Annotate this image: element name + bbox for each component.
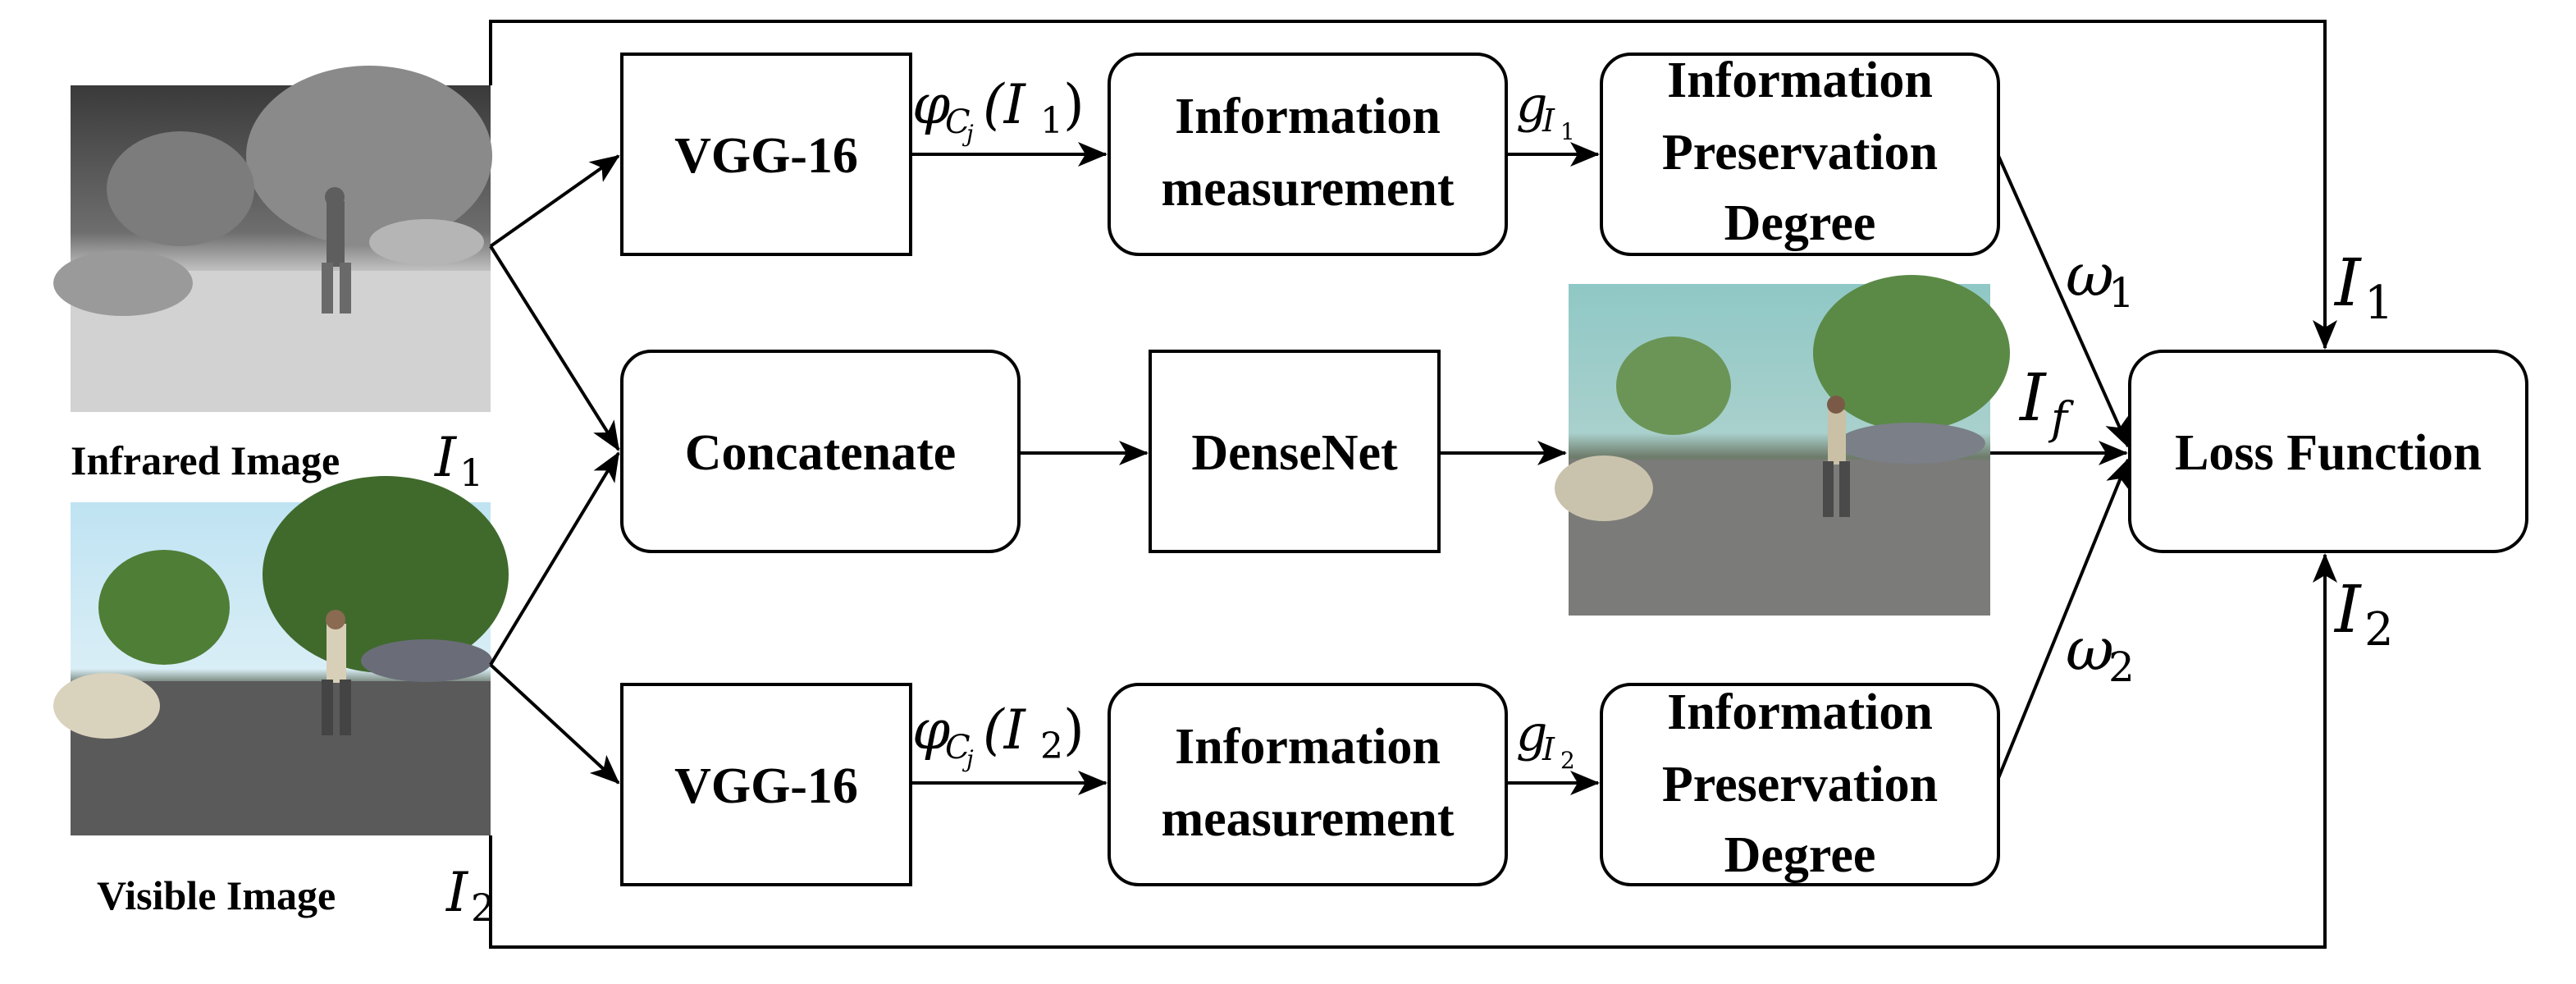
label-phi-I1: φ C j (I 1 ): [912, 73, 1085, 147]
g-sub-num-top: 1: [1560, 118, 1575, 145]
g-symbol-top: g: [1516, 76, 1547, 134]
information-preservation-degree-bottom-line3: Degree: [1724, 827, 1876, 883]
densenet-label: DenseNet: [1191, 425, 1398, 481]
label-omega-1: ω 1: [2066, 240, 2135, 317]
information-preservation-degree-bottom-box: [1600, 683, 2000, 886]
information-preservation-degree-top-box: [1600, 53, 2000, 256]
arrow-infrared-to-concatenate: [489, 245, 620, 451]
loss-function-box: [2128, 350, 2528, 553]
information-measurement-bottom-line1: Information: [1175, 719, 1441, 775]
g-sub-num-bottom: 2: [1560, 747, 1575, 774]
visible-symbol: I 2: [445, 861, 495, 930]
visible-I-symbol: I: [445, 861, 469, 924]
g-sub-i-bottom: I: [1541, 731, 1555, 767]
label-I2-loss: I 2: [2333, 571, 2394, 657]
label-g-I2: g I 2: [1516, 705, 1575, 774]
infrared-image: [53, 66, 492, 412]
arrow-omega2-to-loss: [1997, 458, 2130, 779]
information-measurement-top-box: [1108, 53, 1508, 256]
arrow-infrared-to-loss: [489, 20, 2337, 350]
If-symbol: I: [2018, 359, 2047, 436]
loss-function-label: Loss Function: [2175, 425, 2482, 481]
infrared-caption: Infrared Image: [71, 437, 340, 483]
g-sub-i-top: I: [1541, 103, 1555, 139]
visible-caption: Visible Image: [97, 872, 336, 918]
omega-symbol-top: ω: [2066, 240, 2114, 309]
arrow-visible-to-loss: [489, 553, 2337, 949]
phi-symbol-bottom: φ: [912, 698, 950, 762]
arrow-visible-to-concatenate: [489, 451, 620, 666]
information-preservation-degree-top-line3: Degree: [1724, 195, 1876, 251]
phi-sub-c-top: C: [945, 103, 971, 141]
concatenate-label: Concatenate: [685, 425, 957, 481]
phi-sub-c-bottom: C: [945, 729, 971, 767]
information-measurement-top-line2: measurement: [1162, 161, 1455, 217]
phi-close-bottom: ): [1063, 698, 1085, 762]
arrow-omega1-to-loss: [1997, 155, 2130, 448]
If-subscript: f: [2048, 392, 2074, 444]
information-measurement-bottom-box: [1108, 683, 1508, 886]
information-measurement-bottom-line2: measurement: [1162, 791, 1455, 847]
vgg16-top-label: VGG-16: [674, 128, 858, 184]
information-preservation-degree-top-line2: Preservation: [1662, 125, 1938, 181]
omega-sub-bottom: 2: [2108, 643, 2135, 691]
label-I-f: I f: [2018, 359, 2074, 444]
phi-arg-top: (I: [983, 73, 1027, 136]
infrared-I-subscript: 1: [459, 451, 483, 495]
omega-sub-top: 1: [2108, 269, 2135, 317]
densenet-box: [1149, 350, 1441, 553]
arrow-visible-to-vgg-bottom: [489, 663, 620, 785]
phi-arg-bottom: (I: [983, 698, 1027, 762]
information-preservation-degree-bottom-line1: Information: [1667, 684, 1933, 740]
information-preservation-degree-top-line1: Information: [1667, 53, 1933, 108]
visible-image: [53, 476, 509, 835]
I1-loss-subscript: 1: [2364, 277, 2394, 330]
information-measurement-top-line1: Information: [1175, 89, 1441, 144]
label-omega-2: ω 2: [2066, 615, 2135, 691]
phi-symbol-top: φ: [912, 73, 950, 136]
I2-loss-subscript: 2: [2364, 603, 2394, 657]
phi-arg-sub-top: 1: [1040, 100, 1063, 142]
phi-close-top: ): [1063, 73, 1085, 136]
information-preservation-degree-bottom-line2: Preservation: [1662, 757, 1938, 812]
label-g-I1: g I 1: [1516, 76, 1575, 145]
g-symbol-bottom: g: [1516, 705, 1547, 762]
arrow-infrared-to-vgg-top: [489, 154, 620, 248]
vgg16-top-box: [620, 53, 912, 256]
I2-loss-symbol: I: [2333, 571, 2362, 648]
infrared-I-symbol: I: [434, 426, 458, 489]
fused-image: [1555, 275, 2010, 616]
label-I1-loss: I 1: [2333, 245, 2394, 330]
label-phi-I2: φ C j (I 2 ): [912, 698, 1085, 772]
phi-arg-sub-bottom: 2: [1040, 725, 1063, 767]
infrared-symbol: I 1: [434, 426, 483, 495]
omega-symbol-bottom: ω: [2066, 615, 2114, 684]
I1-loss-symbol: I: [2333, 245, 2362, 321]
vgg16-bottom-label: VGG-16: [674, 758, 858, 814]
